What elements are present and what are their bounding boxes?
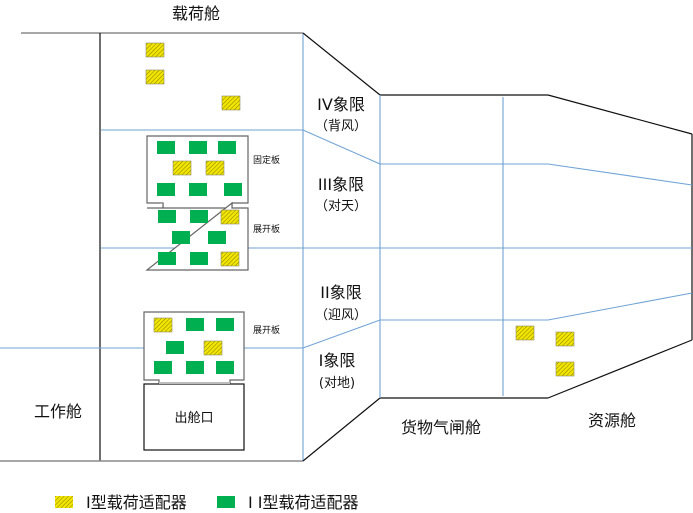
- type1-legend-swatch: [55, 496, 73, 508]
- quadrant-4-sub: （背风）: [315, 119, 367, 134]
- type2-adapter: [158, 252, 176, 265]
- hatch-label: 出舱口: [174, 411, 213, 426]
- quadrant-3-sub: （对天）: [315, 199, 367, 214]
- type2-adapters: [154, 141, 242, 374]
- type1-adapter: [555, 331, 575, 347]
- resource-cabin-label: 资源舱: [588, 411, 636, 430]
- work-cabin-label: 工作舱: [34, 402, 82, 421]
- type2-adapter: [208, 231, 226, 244]
- type1-adapter: [145, 42, 165, 58]
- quadrant-4-label: IV象限: [317, 95, 365, 114]
- type1-adapters: [145, 42, 575, 377]
- type2-adapter: [157, 183, 175, 196]
- type2-adapter: [189, 141, 207, 154]
- deploy-board-label: 展开板: [253, 324, 280, 336]
- quadrant-3-label: III象限: [318, 175, 364, 194]
- type2-adapter: [216, 318, 234, 331]
- quadrant-grid: [0, 95, 693, 398]
- cargo-airlock-label: 货物气闸舱: [401, 418, 481, 437]
- type2-adapter: [157, 141, 175, 154]
- type1-adapter: [153, 317, 173, 333]
- type2-adapter: [154, 361, 172, 374]
- quadrant-1-sub: (对地): [319, 376, 355, 391]
- type1-adapter: [220, 251, 240, 267]
- type2-adapter: [224, 183, 242, 196]
- fixed-board-label: 固定板: [253, 154, 280, 166]
- type2-legend-label: I I型载荷适配器: [248, 493, 359, 512]
- type2-adapter: [186, 318, 204, 331]
- type1-adapter: [172, 160, 192, 176]
- deploy-board-label: 展开板: [253, 223, 280, 235]
- quadrant-2-label: II象限: [320, 283, 361, 302]
- type2-adapter: [172, 231, 190, 244]
- type2-adapter: [166, 341, 184, 354]
- type2-adapter: [190, 210, 208, 223]
- quadrant-1-label: I象限: [319, 351, 356, 370]
- type2-adapter: [189, 183, 207, 196]
- type1-adapter: [221, 95, 241, 111]
- type1-adapter: [515, 325, 535, 341]
- type2-adapter: [190, 252, 208, 265]
- type1-adapter: [203, 340, 223, 356]
- type1-legend-label: I型载荷适配器: [86, 493, 187, 512]
- payload-cabin-label: 载荷舱: [172, 4, 220, 23]
- legend: I型载荷适配器 I I型载荷适配器: [55, 493, 359, 512]
- type1-adapter: [555, 361, 575, 377]
- type1-adapter: [145, 69, 165, 85]
- type2-adapter: [216, 361, 234, 374]
- type1-adapter: [205, 160, 225, 176]
- type2-adapter: [158, 210, 176, 223]
- type2-adapter: [186, 361, 204, 374]
- quadrant-2-sub: （迎风）: [315, 308, 367, 323]
- station-outline: [0, 32, 693, 462]
- type2-legend-swatch: [217, 496, 235, 508]
- type1-adapter: [220, 209, 240, 225]
- type2-adapter: [218, 141, 236, 154]
